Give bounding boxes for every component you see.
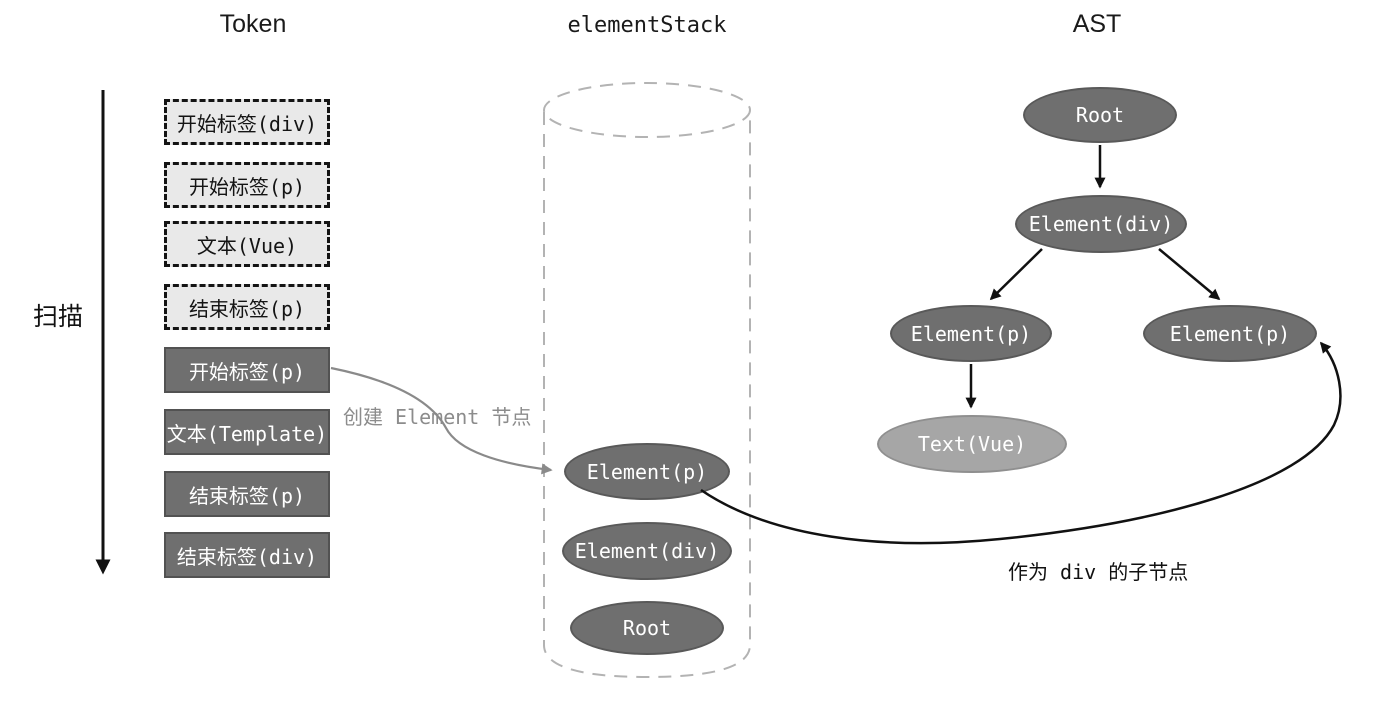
token-start-tag-p-current: 开始标签(p) bbox=[164, 347, 330, 393]
ast-column-title: AST bbox=[1072, 10, 1122, 38]
token-end-tag-p-consumed: 结束标签(p) bbox=[164, 284, 330, 330]
append-child-annotation: 作为 div 的子节点 bbox=[1008, 560, 1189, 584]
edge-div-to-p-left bbox=[989, 248, 1043, 301]
stack-node-root: Root bbox=[570, 601, 724, 655]
ast-node-text-vue: Text(Vue) bbox=[877, 415, 1067, 473]
token-end-tag-div: 结束标签(div) bbox=[164, 532, 330, 578]
create-element-annotation: 创建 Element 节点 bbox=[343, 405, 532, 429]
token-text-template: 文本(Template) bbox=[164, 409, 330, 455]
cylinder-top-ellipse bbox=[543, 82, 751, 138]
stack-node-element-p: Element(p) bbox=[564, 443, 730, 500]
ast-node-root: Root bbox=[1023, 87, 1177, 143]
ast-node-element-p-right: Element(p) bbox=[1143, 305, 1317, 362]
element-stack-column-title: elementStack bbox=[567, 13, 727, 38]
scan-label: 扫描 bbox=[33, 303, 84, 331]
token-column-title: Token bbox=[219, 10, 287, 38]
ast-node-element-div: Element(div) bbox=[1015, 195, 1187, 253]
token-text-vue-consumed: 文本(Vue) bbox=[164, 221, 330, 267]
stack-node-element-div: Element(div) bbox=[562, 522, 732, 580]
ast-node-element-p-left: Element(p) bbox=[890, 305, 1052, 362]
edge-div-to-p-right bbox=[1158, 248, 1221, 301]
cylinder-body bbox=[543, 112, 751, 679]
token-start-tag-div-consumed: 开始标签(div) bbox=[164, 99, 330, 145]
token-end-tag-p: 结束标签(p) bbox=[164, 471, 330, 517]
token-start-tag-p-consumed: 开始标签(p) bbox=[164, 162, 330, 208]
